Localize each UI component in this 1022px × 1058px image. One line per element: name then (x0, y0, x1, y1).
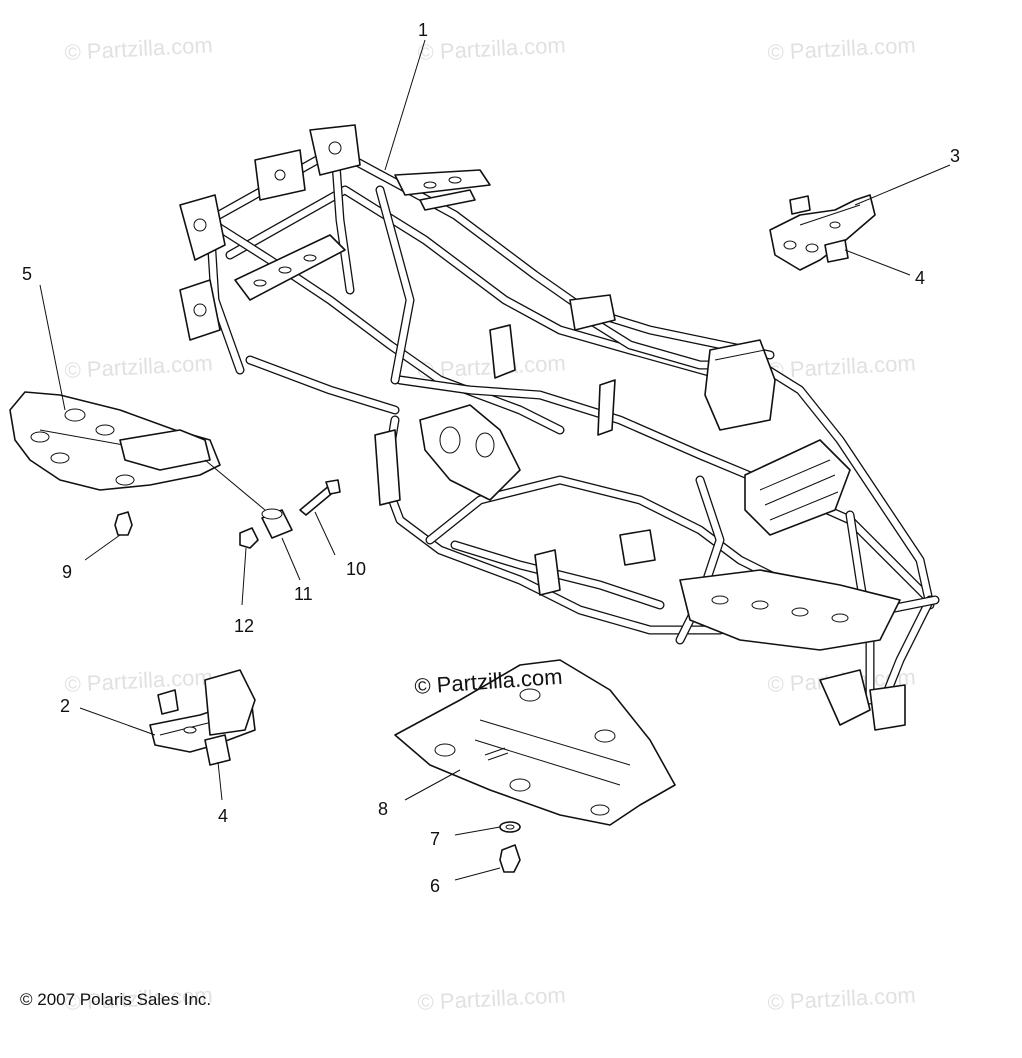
watermark: © Partzilla.com (64, 350, 213, 383)
skid-plate-front (394, 659, 676, 826)
hardware-rear (114, 479, 341, 549)
watermark: © Partzilla.com (767, 982, 916, 1015)
copyright-notice: © 2007 Polaris Sales Inc. (20, 990, 212, 1009)
hardware-front (499, 821, 521, 873)
main-frame (179, 124, 940, 731)
callout-1: 1 (418, 20, 428, 40)
callout-6: 6 (430, 876, 440, 896)
callout-2: 2 (60, 696, 70, 716)
watermark: © Partzilla.com (64, 664, 213, 697)
watermark: © Partzilla.com (417, 982, 566, 1015)
skid-plate-rear (9, 391, 221, 491)
watermark: © Partzilla.com (767, 32, 916, 65)
footrest-bracket-right (769, 194, 876, 271)
watermark: © Partzilla.com (417, 32, 566, 65)
callout-3: 3 (950, 146, 960, 166)
callout-7: 7 (430, 829, 440, 849)
callouts: 1 3 4 5 9 10 11 12 2 4 8 7 6 (22, 20, 960, 896)
footrest-bracket-left (149, 669, 256, 766)
callout-5: 5 (22, 264, 32, 284)
callout-4-right: 4 (915, 268, 925, 288)
watermark: © Partzilla.com (64, 32, 213, 65)
leader-lines (39, 39, 951, 881)
callout-11: 11 (294, 584, 313, 604)
callout-9: 9 (62, 562, 72, 582)
callout-12: 12 (234, 616, 254, 636)
callout-10: 10 (346, 559, 366, 579)
callout-4-left: 4 (218, 806, 228, 826)
callout-8: 8 (378, 799, 388, 819)
